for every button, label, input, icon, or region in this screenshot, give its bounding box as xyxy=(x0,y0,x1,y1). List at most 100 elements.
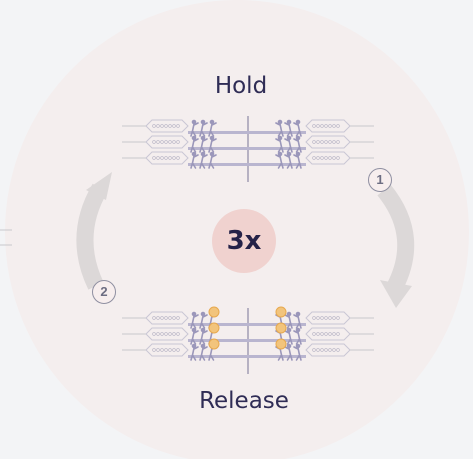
release-link-dot xyxy=(164,348,168,352)
release-link-dot xyxy=(152,332,156,336)
release-link-dot xyxy=(320,316,324,320)
multiplier-badge: 3x xyxy=(212,209,276,273)
release-link-dot xyxy=(152,316,156,320)
release-chain-link xyxy=(145,311,189,325)
release-link-dot xyxy=(152,348,156,352)
release-chain-link xyxy=(305,327,351,341)
hold-chain-link xyxy=(145,135,189,149)
hold-link-dot xyxy=(332,140,336,144)
hold-link-dot xyxy=(156,156,160,160)
release-chain-link xyxy=(305,311,351,325)
release-coin-icon xyxy=(208,306,220,318)
release-figure-group xyxy=(122,306,374,374)
release-link-dot xyxy=(156,348,160,352)
hold-link-dot xyxy=(152,140,156,144)
release-coin-icon xyxy=(275,338,287,350)
step-1-badge: 1 xyxy=(368,168,392,192)
hold-chain-link xyxy=(305,119,351,133)
release-link-dot xyxy=(332,332,336,336)
release-link-dot xyxy=(324,316,328,320)
hold-rope-bar xyxy=(188,163,306,166)
release-link-dot xyxy=(172,316,176,320)
release-link-dot xyxy=(316,316,320,320)
hold-link-dot xyxy=(156,140,160,144)
hold-link-dot xyxy=(312,124,316,128)
release-coin-icon xyxy=(275,322,287,334)
hold-link-dot xyxy=(320,156,324,160)
hold-chain-link xyxy=(145,119,189,133)
hold-rope-bar xyxy=(188,147,306,150)
release-rope-bar xyxy=(188,339,306,342)
hold-link-dot xyxy=(316,156,320,160)
release-link-dot xyxy=(176,332,180,336)
release-link-dot xyxy=(172,332,176,336)
hold-link-dot xyxy=(160,140,164,144)
release-link-dot xyxy=(328,316,332,320)
hold-link-dot xyxy=(168,140,172,144)
release-link-dot xyxy=(316,348,320,352)
hold-link-dot xyxy=(164,140,168,144)
release-rope-bar xyxy=(188,323,306,326)
release-link-dot xyxy=(176,316,180,320)
release-label: Release xyxy=(199,388,289,414)
release-link-dot xyxy=(336,316,340,320)
hold-link-dot xyxy=(164,124,168,128)
hold-link-dot xyxy=(328,124,332,128)
hold-link-dot xyxy=(312,156,316,160)
release-link-dot xyxy=(320,332,324,336)
arrow-left-head xyxy=(86,172,112,200)
hold-link-dot xyxy=(316,140,320,144)
step-2-badge: 2 xyxy=(92,280,116,304)
hold-link-dot xyxy=(320,140,324,144)
hold-link-dot xyxy=(332,156,336,160)
release-chain-link xyxy=(305,343,351,357)
hold-link-dot xyxy=(156,124,160,128)
release-link-dot xyxy=(324,332,328,336)
hold-link-dot xyxy=(328,140,332,144)
hold-link-dot xyxy=(152,124,156,128)
hold-link-dot xyxy=(320,124,324,128)
hold-link-dot xyxy=(324,140,328,144)
release-coin-icon xyxy=(208,338,220,350)
release-link-dot xyxy=(332,348,336,352)
edge-connector-lines xyxy=(0,229,12,246)
release-link-dot xyxy=(156,316,160,320)
release-link-dot xyxy=(328,332,332,336)
arrow-right xyxy=(377,184,415,297)
hold-link-dot xyxy=(172,156,176,160)
hold-link-dot xyxy=(324,156,328,160)
hold-link-dot xyxy=(312,140,316,144)
release-link-dot xyxy=(168,332,172,336)
release-link-dot xyxy=(172,348,176,352)
release-link-dot xyxy=(324,348,328,352)
release-link-dot xyxy=(320,348,324,352)
release-chain-link xyxy=(145,327,189,341)
hold-link-dot xyxy=(324,124,328,128)
release-rope-bar xyxy=(188,355,306,358)
release-link-dot xyxy=(336,332,340,336)
release-link-dot xyxy=(160,348,164,352)
release-link-dot xyxy=(164,332,168,336)
hold-link-dot xyxy=(336,140,340,144)
release-link-dot xyxy=(328,348,332,352)
hold-link-dot xyxy=(164,156,168,160)
hold-link-dot xyxy=(328,156,332,160)
release-link-dot xyxy=(160,316,164,320)
release-link-dot xyxy=(160,332,164,336)
hold-link-dot xyxy=(336,124,340,128)
hold-link-dot xyxy=(336,156,340,160)
hold-link-dot xyxy=(172,124,176,128)
hold-link-dot xyxy=(172,140,176,144)
hold-chain-link xyxy=(305,135,351,149)
hold-link-dot xyxy=(168,124,172,128)
hold-rope-bar xyxy=(188,131,306,134)
hold-chain-link xyxy=(145,151,189,165)
release-link-dot xyxy=(176,348,180,352)
hold-link-dot xyxy=(160,124,164,128)
release-link-dot xyxy=(164,316,168,320)
hold-link-dot xyxy=(160,156,164,160)
hold-link-dot xyxy=(176,140,180,144)
hold-figure-group xyxy=(122,116,374,182)
release-link-dot xyxy=(336,348,340,352)
hold-link-dot xyxy=(316,124,320,128)
